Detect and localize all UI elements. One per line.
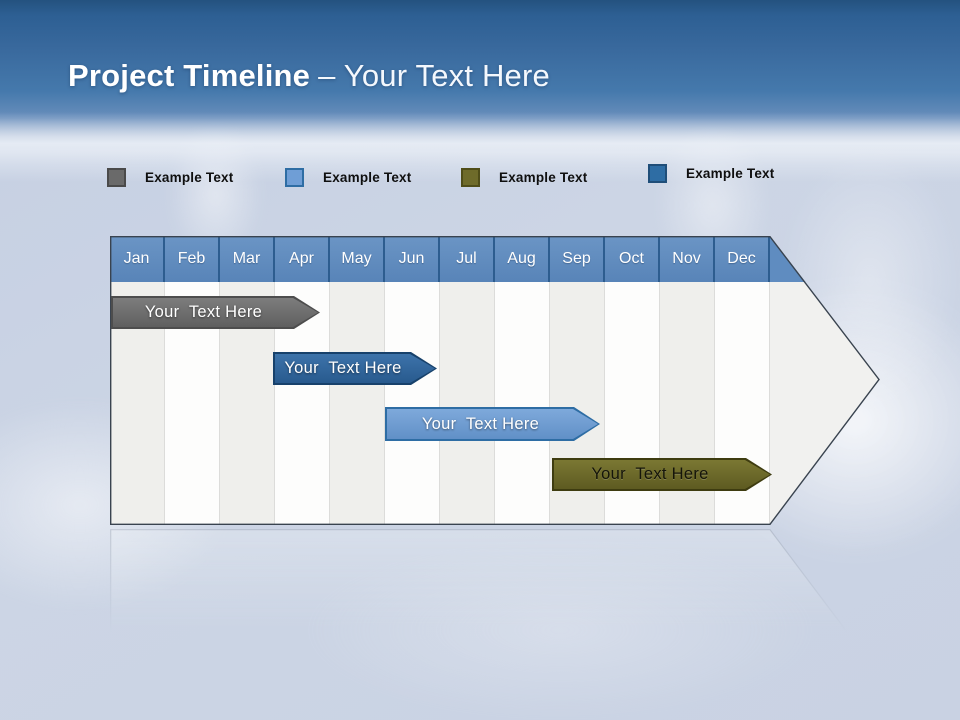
timeline-bar-label: Your Text Here xyxy=(421,414,540,433)
fog-band xyxy=(0,112,960,182)
month-cell: Aug xyxy=(495,236,550,282)
grid-column xyxy=(385,282,440,525)
timeline-bar-3-fill xyxy=(387,409,598,439)
timeline-bar-4: Your Text Here xyxy=(552,458,772,491)
legend-label: Example Text xyxy=(499,170,588,185)
timeline-bar-label: Your Text Here xyxy=(284,359,402,377)
legend-item-lightblue: Example Text xyxy=(285,168,411,187)
legend-label: Example Text xyxy=(323,170,412,185)
timeline-chart: Jan Feb Mar Apr May Jun Jul Aug Sep Oct … xyxy=(110,236,880,525)
month-cell: Mar xyxy=(220,236,275,282)
legend-item-olive: Example Text xyxy=(461,168,587,187)
timeline-bar-3: Your Text Here xyxy=(385,407,600,441)
month-cell: Jul xyxy=(440,236,495,282)
timeline-bar-1: Your Text Here xyxy=(111,296,320,329)
month-cell: Feb xyxy=(165,236,220,282)
legend-label: Example Text xyxy=(686,166,775,181)
month-header-row: Jan Feb Mar Apr May Jun Jul Aug Sep Oct … xyxy=(110,236,770,282)
month-cell: Sep xyxy=(550,236,605,282)
month-cell: Jun xyxy=(385,236,440,282)
legend-swatch-gray xyxy=(107,168,126,187)
legend-item-gray: Example Text xyxy=(107,168,233,187)
legend-swatch-steelblue xyxy=(648,164,667,183)
legend-swatch-olive xyxy=(461,168,480,187)
month-cell: Apr xyxy=(275,236,330,282)
page-title: Project Timeline– Your Text Here xyxy=(68,58,550,94)
page-title-suffix: – Your Text Here xyxy=(318,58,550,93)
chart-reflection-shape xyxy=(110,529,855,641)
legend-label: Example Text xyxy=(145,170,234,185)
timeline-bar-label: Your Text Here xyxy=(144,303,263,321)
grid-column xyxy=(440,282,495,525)
timeline-bar-1-fill xyxy=(113,298,318,327)
arrow-shape-layer xyxy=(110,236,880,525)
grid-column xyxy=(330,282,385,525)
cloud-decoration xyxy=(300,540,820,720)
timeline-bar-2-fill xyxy=(275,354,435,383)
chart-reflection xyxy=(110,529,880,641)
month-cell: May xyxy=(330,236,385,282)
chart-outline xyxy=(110,236,880,525)
page-title-main: Project Timeline xyxy=(68,58,311,93)
month-cell: Oct xyxy=(605,236,660,282)
timeline-bar-label: Your Text Here xyxy=(591,465,709,483)
legend-swatch-lightblue xyxy=(285,168,304,187)
grid-column xyxy=(495,282,550,525)
month-cell: Dec xyxy=(715,236,770,282)
month-cell: Jan xyxy=(110,236,165,282)
month-cell: Nov xyxy=(660,236,715,282)
timeline-bar-2: Your Text Here xyxy=(273,352,437,385)
legend-item-steelblue: Example Text xyxy=(648,164,774,183)
